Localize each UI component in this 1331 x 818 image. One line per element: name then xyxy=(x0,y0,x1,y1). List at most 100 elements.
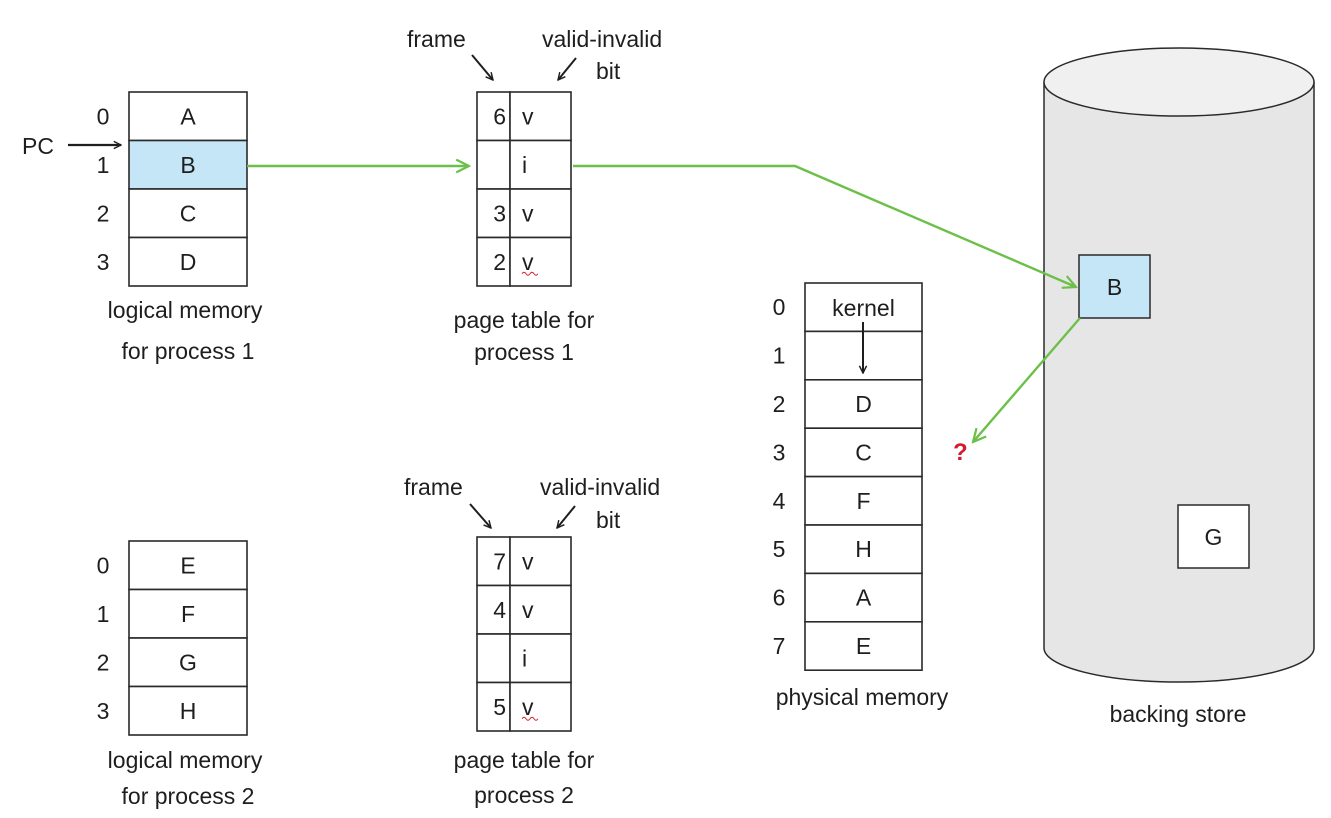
physical-frame-cell xyxy=(804,475,923,526)
logical-memory-1-caption-line1: logical memory xyxy=(108,297,263,323)
frame-number: 4 xyxy=(493,597,506,623)
pc-label: PC xyxy=(22,133,54,159)
bit-pointer-arrow-icon xyxy=(558,57,577,80)
frame-number: 7 xyxy=(493,548,506,574)
backing-store-top xyxy=(1043,47,1315,117)
logical-page-row: A0 xyxy=(97,91,248,142)
physical-frame-cell xyxy=(804,427,923,478)
logical-page-label: C xyxy=(180,200,197,226)
physical-frame-index: 7 xyxy=(773,633,786,659)
page-table-1-caption-line2: process 1 xyxy=(474,339,574,365)
physical-frame-label: D xyxy=(855,391,872,417)
logical-page-index: 0 xyxy=(97,552,110,578)
backing-store-body xyxy=(1043,82,1315,683)
logical-page-cell xyxy=(128,637,248,688)
trap-to-backing-store-arrow-icon xyxy=(573,164,1076,287)
frame-number-cell xyxy=(476,681,511,732)
logical-page-cell xyxy=(128,685,248,736)
page-table-2-caption-line2: process 2 xyxy=(474,782,574,808)
physical-frame-label: kernel xyxy=(832,295,895,321)
frame-pointer-arrow-icon xyxy=(471,54,493,80)
frame-number: 5 xyxy=(493,694,506,720)
logical-memory-1-caption-line2: for process 1 xyxy=(122,338,255,364)
logical-page-label: A xyxy=(180,103,196,129)
physical-frame-cell xyxy=(804,524,923,575)
page-in-arrow-icon xyxy=(973,317,1081,442)
physical-frame-label: E xyxy=(856,633,871,659)
frame-number: 3 xyxy=(493,200,506,226)
page-table-2-frame-header: frame xyxy=(404,474,463,500)
frame-number: 2 xyxy=(493,249,506,275)
physical-frame-row: D2 xyxy=(773,378,923,429)
logical-page-row: B1 xyxy=(97,139,248,190)
page-table-1-bit-header-line1: valid-invalid xyxy=(542,26,662,52)
frame-number-cell xyxy=(476,139,511,190)
logical-page-cell xyxy=(128,540,248,591)
logical-page-index: 2 xyxy=(97,649,110,675)
spellcheck-squiggle-icon xyxy=(521,271,539,276)
valid-bit-cell xyxy=(509,139,572,190)
physical-memory-caption: physical memory xyxy=(776,684,949,710)
backing-store: B G backing store xyxy=(1043,47,1315,727)
physical-frame-row: A6 xyxy=(773,572,923,623)
physical-frame-label: A xyxy=(856,585,872,611)
backing-page-b-label: B xyxy=(1107,274,1122,300)
logical-page-index: 3 xyxy=(97,249,110,275)
valid-bit-cell xyxy=(509,188,572,239)
page-table-2-caption-line1: page table for xyxy=(454,747,595,773)
logical-page-cell xyxy=(128,139,248,190)
physical-frame-cell xyxy=(804,572,923,623)
physical-frame-index: 1 xyxy=(773,343,786,369)
logical-page-label: B xyxy=(180,152,195,178)
physical-frame-index: 2 xyxy=(773,391,786,417)
valid-invalid-bit: v xyxy=(522,103,534,129)
physical-frame-row: H5 xyxy=(773,524,923,575)
valid-invalid-bit: i xyxy=(522,645,527,671)
physical-frame-label: H xyxy=(855,536,872,562)
page-table-1-frame-header: frame xyxy=(407,26,466,52)
valid-bit-cell xyxy=(509,584,572,635)
frame-number-cell xyxy=(476,236,511,287)
physical-frame-row: E7 xyxy=(773,620,923,671)
frame-number-cell xyxy=(476,584,511,635)
physical-frame-label: F xyxy=(856,488,870,514)
physical-frame-row: 1 xyxy=(773,330,923,381)
logical-page-index: 1 xyxy=(97,152,110,178)
physical-frame-index: 4 xyxy=(773,488,786,514)
valid-invalid-bit: v xyxy=(522,597,534,623)
physical-frame-index: 5 xyxy=(773,536,786,562)
page-table-entry: i xyxy=(476,139,572,190)
valid-invalid-bit: v xyxy=(522,249,534,275)
logical-page-row: E0 xyxy=(97,540,248,591)
page-table-2-bit-header-line2: bit xyxy=(596,507,621,533)
logical-page-cell xyxy=(128,236,248,287)
valid-invalid-bit: v xyxy=(522,694,534,720)
physical-frame-row: C3 xyxy=(773,427,923,478)
logical-page-label: E xyxy=(180,552,195,578)
logical-memory-2-caption-line2: for process 2 xyxy=(122,783,255,809)
backing-page-b xyxy=(1078,254,1151,319)
logical-memory-2-caption-line1: logical memory xyxy=(108,747,263,773)
valid-bit-cell xyxy=(509,536,572,587)
valid-bit-cell xyxy=(509,236,572,287)
logical-page-row: C2 xyxy=(97,188,248,239)
physical-frame-label: C xyxy=(855,439,872,465)
valid-invalid-bit: v xyxy=(522,200,534,226)
valid-bit-cell xyxy=(509,681,572,732)
logical-page-label: D xyxy=(180,249,197,275)
backing-store-caption: backing store xyxy=(1110,701,1247,727)
physical-frame-cell xyxy=(804,378,923,429)
logical-page-index: 3 xyxy=(97,698,110,724)
